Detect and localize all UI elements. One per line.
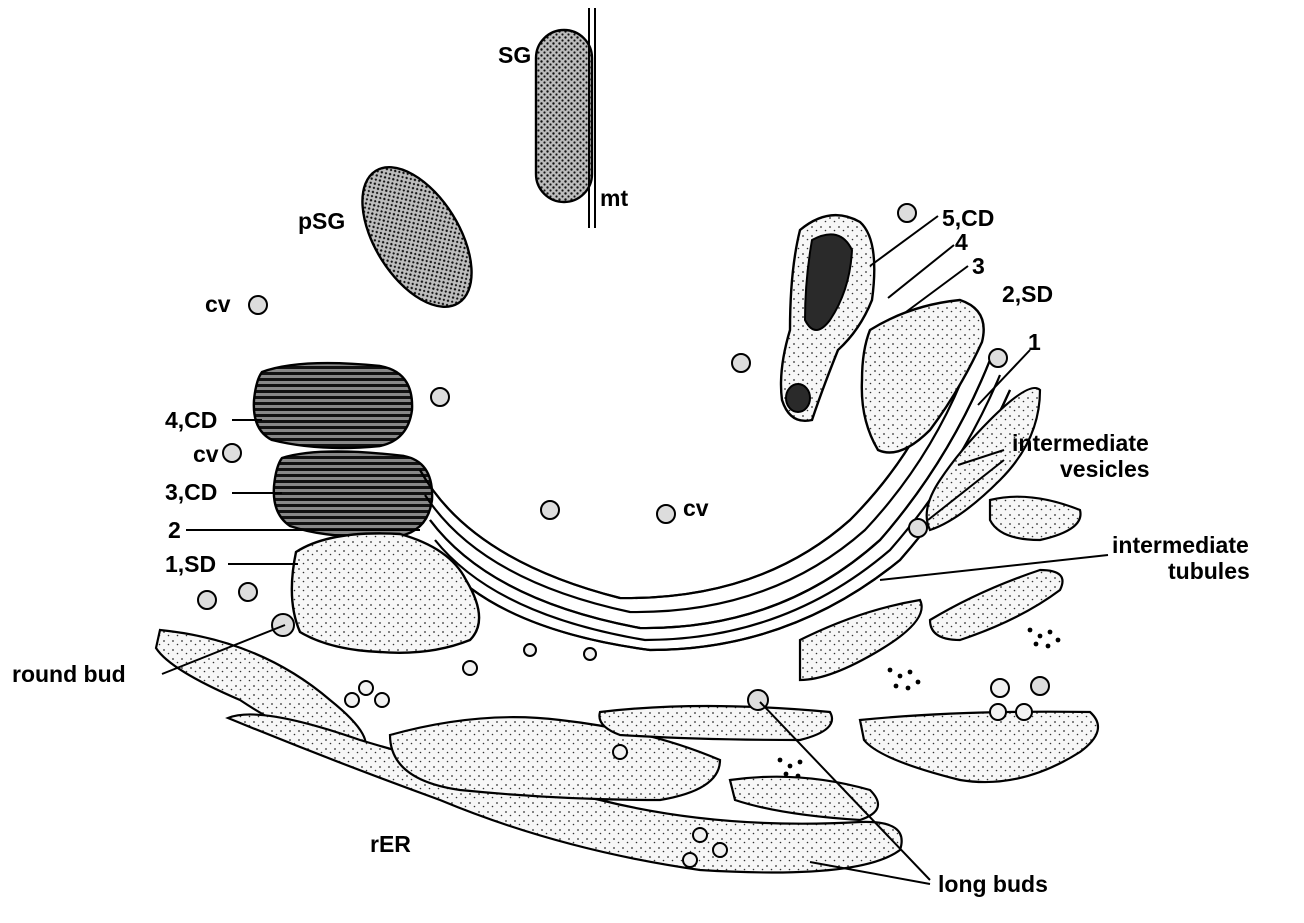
label-psg: pSG: [298, 208, 345, 234]
condensing-vacuole-4: [254, 363, 412, 448]
label-1-right: 1: [1028, 329, 1041, 355]
label-1-sd-left: 1,SD: [165, 551, 216, 577]
secretory-domain-1: [292, 533, 479, 652]
label-2-sd-right: 2,SD: [1002, 281, 1053, 307]
label-3-cd-left: 3,CD: [165, 479, 217, 505]
condensing-vacuole-3: [274, 451, 432, 536]
prosecretory-granule: [340, 149, 494, 326]
label-cv-left: cv: [205, 291, 231, 317]
label-long-buds: long buds: [938, 871, 1048, 897]
label-4-cd-left: 4,CD: [165, 407, 217, 433]
label-4-right: 4: [955, 229, 968, 255]
label-cv-center: cv: [683, 495, 709, 521]
label-rer: rER: [370, 831, 411, 857]
label-2-left: 2: [168, 517, 181, 543]
label-5-cd-right: 5,CD: [942, 205, 994, 231]
label-sg: SG: [498, 42, 531, 68]
label-cv-mid: cv: [193, 441, 219, 467]
secretory-granule: [536, 30, 592, 202]
label-round-bud: round bud: [12, 661, 126, 687]
condensing-vacuole-5: [781, 215, 874, 421]
label-intermediate-vesicles-line1: intermediate: [1012, 430, 1149, 456]
label-intermediate-vesicles-line2: vesicles: [1060, 456, 1150, 482]
secretory-domain-2: [862, 300, 984, 453]
label-intermediate-tubules-line1: intermediate: [1112, 532, 1249, 558]
label-intermediate-tubules-line2: tubules: [1168, 558, 1250, 584]
label-3-right: 3: [972, 253, 985, 279]
label-mt: mt: [600, 185, 628, 211]
